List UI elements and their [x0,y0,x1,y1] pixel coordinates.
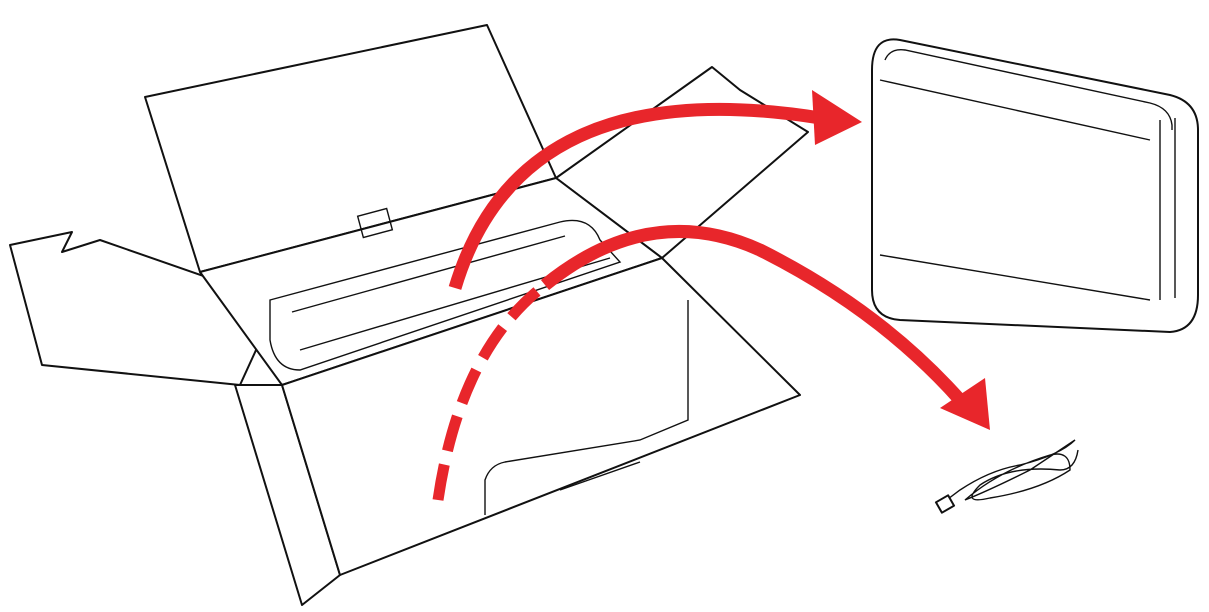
arrow-to-cord [432,224,990,501]
box-tab [356,207,394,239]
box-front-flap [281,257,801,576]
box-insert [269,219,622,371]
power-cord [934,439,1079,514]
box-front-cutout [484,300,689,515]
box-left-flap [9,231,279,386]
open-box [9,24,809,606]
arrow-to-speaker [448,90,862,290]
speaker [871,38,1199,333]
